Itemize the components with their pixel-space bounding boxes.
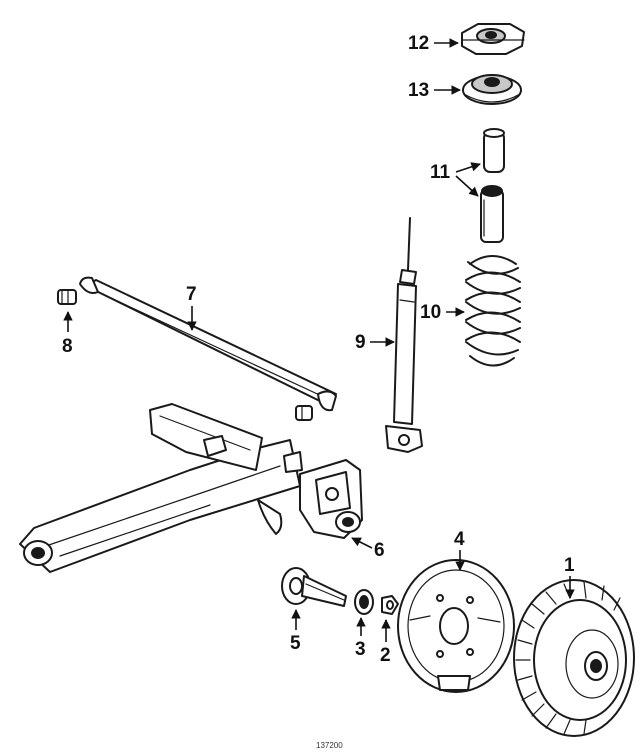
callout-4: 4 xyxy=(454,529,465,571)
callout-10: 10 xyxy=(420,302,465,323)
bushing-part xyxy=(57,289,77,305)
diagram-reference-number: 137200 xyxy=(316,741,343,750)
callout-label-2: 2 xyxy=(380,645,391,666)
callout-label-11: 11 xyxy=(430,162,451,183)
callout-label-1: 1 xyxy=(564,555,575,576)
callout-label-7: 7 xyxy=(186,284,197,305)
callout-6: 6 xyxy=(351,537,385,561)
spindle-bracket-part xyxy=(299,459,363,539)
strut-mount-part xyxy=(461,23,525,55)
bearing-part xyxy=(354,589,374,615)
nut-part xyxy=(381,595,399,615)
callout-label-8: 8 xyxy=(62,336,73,357)
callout-5: 5 xyxy=(290,609,301,654)
callout-label-12: 12 xyxy=(408,33,429,54)
callout-2: 2 xyxy=(380,619,391,666)
callout-label-10: 10 xyxy=(420,302,441,323)
backing-plate-part xyxy=(397,559,515,693)
rear-axle-beam xyxy=(19,403,303,573)
callout-11: 11 xyxy=(430,162,481,197)
callout-12: 12 xyxy=(408,33,459,54)
coil-spring-part xyxy=(465,255,521,367)
track-bar-part xyxy=(79,276,337,412)
track-bar-nut-part xyxy=(295,405,313,421)
callout-1: 1 xyxy=(564,555,575,599)
callout-label-5: 5 xyxy=(290,633,301,654)
callout-label-9: 9 xyxy=(355,332,366,353)
callout-3: 3 xyxy=(355,617,366,660)
callout-label-3: 3 xyxy=(355,639,366,660)
callout-8: 8 xyxy=(62,311,73,357)
brake-drum-part xyxy=(513,579,635,737)
shock-absorber-part xyxy=(385,217,423,453)
callout-9: 9 xyxy=(355,332,395,353)
spring-seat-part xyxy=(462,74,522,105)
wheel-hub-part xyxy=(281,567,347,607)
callout-7: 7 xyxy=(186,284,197,331)
bump-stop-part xyxy=(480,128,505,243)
callout-label-4: 4 xyxy=(454,529,465,550)
callout-13: 13 xyxy=(408,80,461,101)
callout-label-13: 13 xyxy=(408,80,429,101)
callout-label-6: 6 xyxy=(374,540,385,561)
